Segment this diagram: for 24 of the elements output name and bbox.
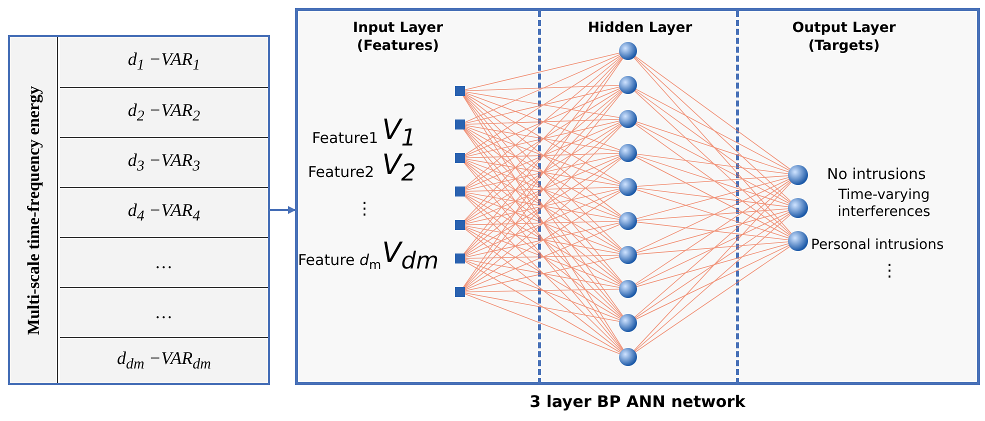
class-label: Personal intrusions [811, 237, 944, 253]
table-row: … [60, 237, 268, 287]
feature-label: Feature1 [312, 129, 378, 147]
feature-label: Feature2 [308, 163, 374, 181]
table-row: … [60, 287, 268, 337]
variable-symbol: V$_{dm}$ [382, 236, 439, 275]
class-label: No intrusions [827, 165, 926, 183]
table-row: d$_{4}$ −VAR$_{4}$ [60, 187, 268, 237]
class-label: Time-varying interferences [836, 187, 932, 221]
layer-heading: Input Layer (Features) [352, 19, 444, 55]
diagram-title: 3 layer BP ANN network [528, 392, 746, 411]
vertical-heading: Multi-scale time-frequency energy [24, 86, 44, 334]
layer-heading: Hidden Layer [586, 19, 694, 37]
layer-heading: Output Layer (Targets) [791, 19, 897, 55]
ellipsis-mark: ⋮ [356, 199, 373, 219]
network-box [295, 8, 980, 385]
table-row: d$_{3}$ −VAR$_{3}$ [60, 137, 268, 187]
table-box [8, 35, 270, 385]
ellipsis-mark: ⋮ [881, 261, 898, 281]
table-row: d$_{dm}$ −VAR$_{dm}$ [60, 337, 268, 383]
table-row: d$_{1}$ −VAR$_{1}$ [60, 37, 268, 87]
arrow [270, 206, 296, 214]
table-row: d$_{2}$ −VAR$_{2}$ [60, 87, 268, 137]
feature-label: Feature d$_{m}$ [298, 251, 382, 272]
